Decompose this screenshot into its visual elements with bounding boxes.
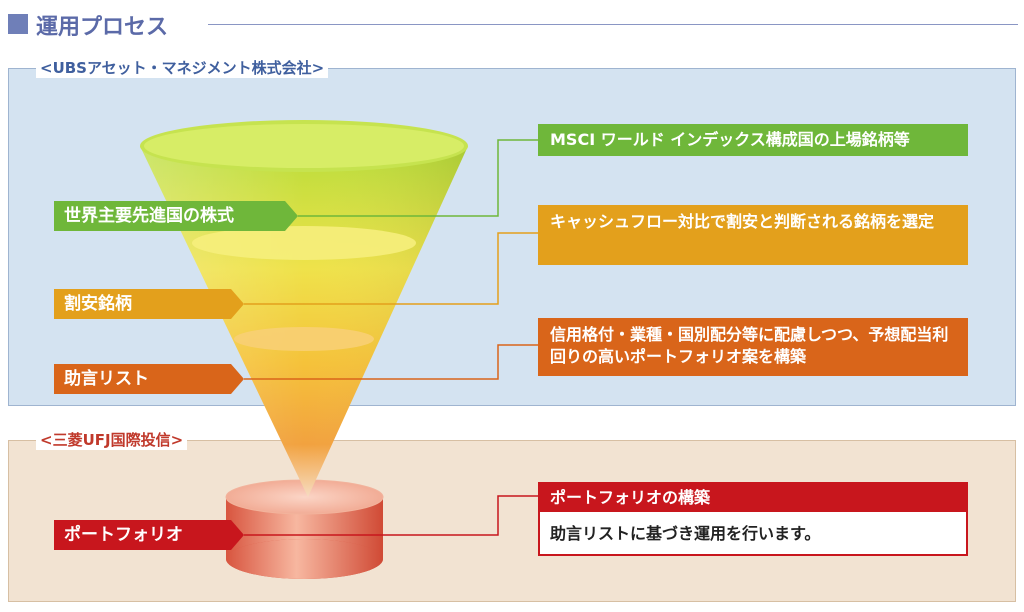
portfolio-box-text: 助言リストに基づき運用を行います。 bbox=[550, 524, 821, 543]
stage-tag-world-stocks: 世界主要先進国の株式 bbox=[54, 201, 298, 231]
connector-line-portfolio bbox=[244, 495, 538, 536]
portfolio-cylinder bbox=[225, 479, 384, 579]
title-square-icon bbox=[8, 14, 28, 34]
connector-line-world-stocks bbox=[298, 139, 538, 217]
page-header: 運用プロセス bbox=[8, 6, 1018, 40]
stage-description-world-stocks: MSCI ワールド インデックス構成国の上場銘柄等 bbox=[538, 124, 968, 156]
stage-description-advisory-list: 信用格付・業種・国別配分等に配慮しつつ、予想配当利回りの高いポートフォリオ案を構… bbox=[538, 318, 968, 376]
stage-tag-portfolio: ポートフォリオ bbox=[54, 520, 244, 550]
stage-tag-advisory-list: 助言リスト bbox=[54, 364, 244, 394]
portfolio-box-title: ポートフォリオの構築 bbox=[540, 484, 966, 512]
page-title: 運用プロセス bbox=[36, 15, 169, 40]
ubs-section-label: <UBSアセット・マネジメント株式会社> bbox=[36, 57, 329, 78]
stage-tag-value-stocks: 割安銘柄 bbox=[54, 289, 244, 319]
stage-description-value-stocks: キャッシュフロー対比で割安と判断される銘柄を選定 bbox=[538, 205, 968, 265]
funnel-cone bbox=[140, 120, 468, 497]
portfolio-construction-box: ポートフォリオの構築 助言リストに基づき運用を行います。 bbox=[538, 482, 968, 556]
connector-line-value-stocks bbox=[244, 232, 538, 305]
mufg-section-label: <三菱UFJ国際投信> bbox=[36, 429, 188, 450]
connector-line-advisory-list bbox=[244, 344, 538, 380]
title-divider bbox=[208, 24, 1018, 25]
